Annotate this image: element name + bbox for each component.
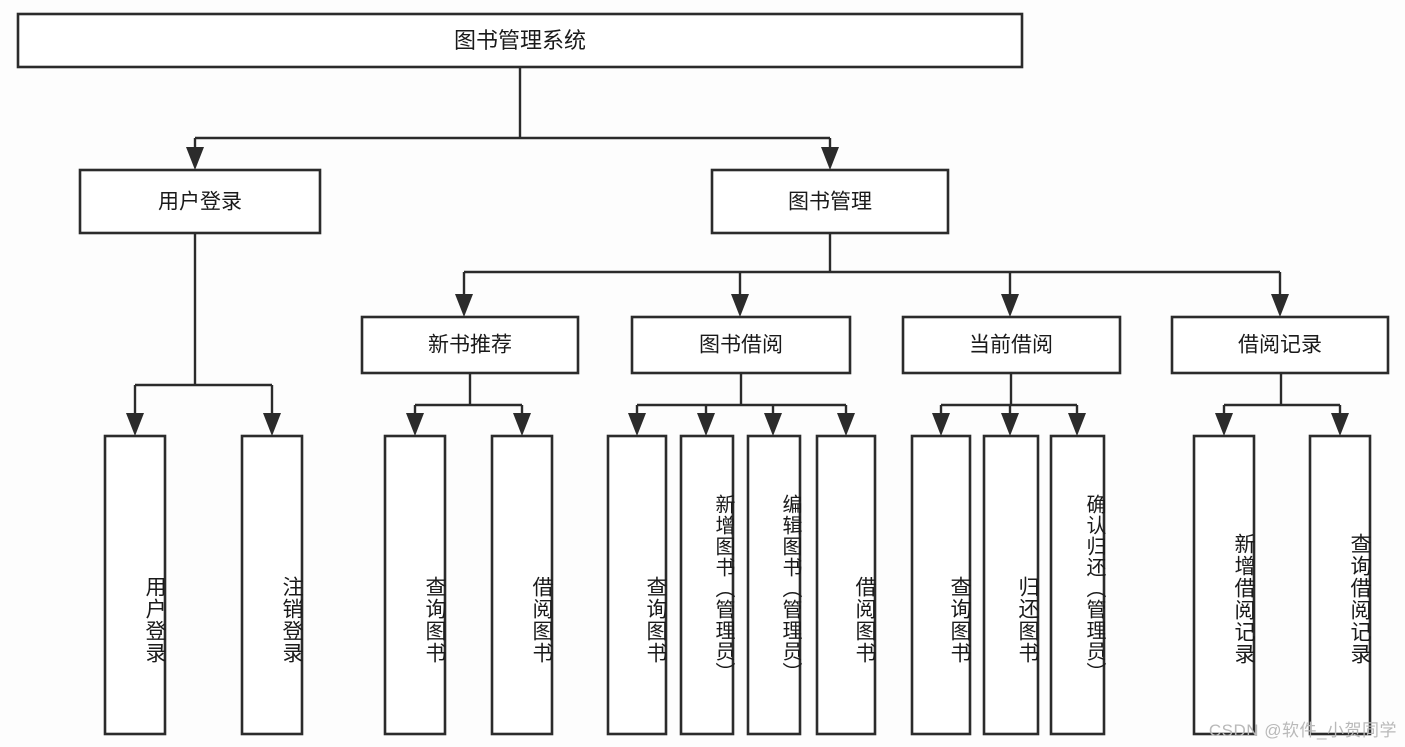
- node-new-book-recommend-label: 新书推荐: [428, 334, 512, 357]
- leaf-box-book-borrow-3[interactable]: [746, 434, 802, 736]
- node-borrow-record-label: 借阅记录: [1238, 334, 1322, 357]
- connector-group-root: [186, 67, 839, 170]
- arrow-bm-to-borrow-record: [1271, 294, 1289, 317]
- connector-group-borrow-record: [1215, 373, 1349, 436]
- arrow-currentborrow-leaf-3: [1068, 413, 1086, 436]
- connector-group-user-login: [126, 233, 281, 436]
- arrow-borrowrecord-leaf-1: [1215, 413, 1233, 436]
- node-user-login-box[interactable]: [78, 168, 322, 235]
- arrow-currentborrow-leaf-1: [932, 413, 950, 436]
- node-book-borrow-box[interactable]: [630, 315, 852, 375]
- leaf-boxes-borrow-record: [1192, 434, 1372, 736]
- node-book-manage-label: 图书管理: [788, 191, 872, 214]
- arrow-bookborrow-leaf-2: [697, 413, 715, 436]
- node-root-label: 图书管理系统: [454, 28, 586, 53]
- node-borrow-record-box[interactable]: [1170, 315, 1390, 375]
- node-user-login-label: 用户登录: [158, 191, 242, 214]
- connector-group-new-book: [406, 373, 531, 436]
- leaf-box-book-borrow-1[interactable]: [606, 434, 668, 736]
- arrow-newbook-leaf-2: [513, 413, 531, 436]
- arrow-user-login-leaf-2: [263, 413, 281, 436]
- leaf-box-book-borrow-2[interactable]: [679, 434, 735, 736]
- node-root[interactable]: 图书管理系统: [16, 12, 1024, 69]
- node-current-borrow-label: 当前借阅: [969, 334, 1053, 357]
- node-user-login[interactable]: 用户登录: [78, 168, 322, 235]
- node-root-box[interactable]: [16, 12, 1024, 69]
- arrow-bm-to-new-book: [455, 294, 473, 317]
- csdn-watermark: CSDN @软件_小贺同学: [1208, 721, 1397, 740]
- leaf-box-borrow-record-2[interactable]: [1308, 434, 1372, 736]
- leaf-box-new-book-1[interactable]: [383, 434, 447, 736]
- connector-group-current-borrow: [932, 373, 1086, 436]
- leaf-boxes-current-borrow: [910, 434, 1106, 736]
- leaf-boxes-new-book-recommend: [383, 434, 554, 736]
- arrow-borrowrecord-leaf-2: [1331, 413, 1349, 436]
- node-book-borrow[interactable]: 图书借阅: [630, 315, 852, 375]
- arrow-bookborrow-leaf-4: [837, 413, 855, 436]
- connector-group-book-borrow: [628, 373, 855, 436]
- leaf-box-new-book-2[interactable]: [490, 434, 554, 736]
- arrow-newbook-leaf-1: [406, 413, 424, 436]
- arrow-currentborrow-leaf-2: [1001, 413, 1019, 436]
- node-book-manage-box[interactable]: [710, 168, 950, 235]
- leaf-box-user-login-2[interactable]: [240, 434, 304, 736]
- connector-group-book-manage: [455, 233, 1289, 317]
- leaf-box-current-borrow-2[interactable]: [982, 434, 1040, 736]
- leaf-boxes-book-borrow: [606, 434, 877, 736]
- arrow-root-to-user-login: [186, 147, 204, 170]
- node-book-manage[interactable]: 图书管理: [710, 168, 950, 235]
- arrow-bm-to-book-borrow: [731, 294, 749, 317]
- arrow-user-login-leaf-1: [126, 413, 144, 436]
- node-new-book-recommend-box[interactable]: [360, 315, 580, 375]
- leaf-box-borrow-record-1[interactable]: [1192, 434, 1256, 736]
- node-current-borrow[interactable]: 当前借阅: [901, 315, 1122, 375]
- leaf-box-book-borrow-4[interactable]: [815, 434, 877, 736]
- arrow-bm-to-current-borrow: [1001, 294, 1019, 317]
- arrow-bookborrow-leaf-1: [628, 413, 646, 436]
- arrow-bookborrow-leaf-3: [764, 413, 782, 436]
- leaf-box-user-login-1[interactable]: [103, 434, 167, 736]
- arrow-root-to-book-manage: [821, 147, 839, 170]
- node-new-book-recommend[interactable]: 新书推荐: [360, 315, 580, 375]
- leaf-box-current-borrow-1[interactable]: [910, 434, 972, 736]
- node-book-borrow-label: 图书借阅: [699, 334, 783, 357]
- node-borrow-record[interactable]: 借阅记录: [1170, 315, 1390, 375]
- leaf-box-current-borrow-3[interactable]: [1049, 434, 1106, 736]
- leaf-boxes-user-login: [103, 434, 304, 736]
- node-current-borrow-box[interactable]: [901, 315, 1122, 375]
